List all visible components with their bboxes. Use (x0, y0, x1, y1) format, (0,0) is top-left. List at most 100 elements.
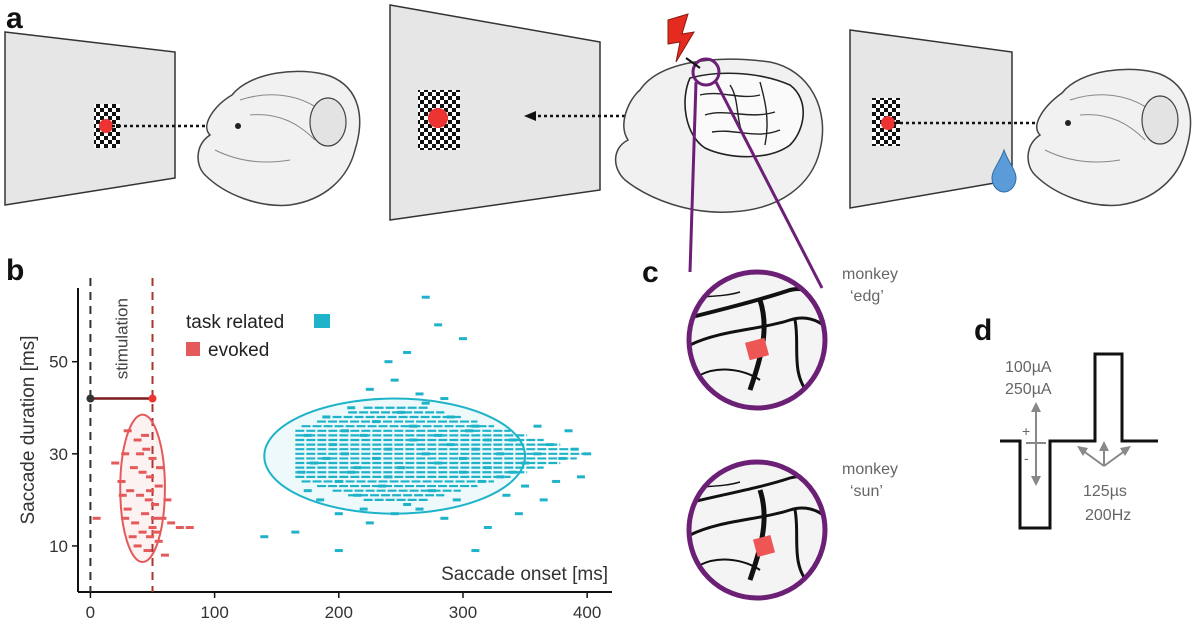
current-amplitude-2: 250µA (1005, 381, 1052, 398)
data-point (138, 530, 147, 534)
current-amplitude-1: 100µA (1005, 359, 1052, 376)
y-axis-label: Saccade duration [ms] (18, 335, 39, 524)
polarity-minus: - (1024, 450, 1029, 466)
data-point (365, 521, 374, 525)
monkey-sun-label-line1: monkey (842, 461, 898, 478)
data-point (483, 526, 492, 530)
data-point (175, 526, 184, 530)
data-point (514, 512, 523, 516)
data-point (434, 461, 443, 465)
data-point (378, 484, 387, 488)
brain-zoom-edg (686, 269, 828, 411)
data-point (434, 323, 443, 327)
data-point (167, 521, 176, 525)
monkey-head-illustration-1 (197, 70, 361, 207)
polarity-plus: + (1022, 423, 1030, 439)
x-tick-label: 300 (449, 603, 477, 622)
data-point (421, 452, 430, 456)
data-point (133, 544, 142, 548)
data-point (440, 397, 449, 401)
x-tick-label: 100 (200, 603, 228, 622)
data-point (121, 452, 130, 456)
data-point (111, 461, 120, 465)
data-point (458, 337, 467, 341)
x-tick-label: 400 (573, 603, 601, 622)
x-axis-label: Saccade onset [ms] (441, 564, 608, 585)
data-point (291, 530, 300, 534)
data-point (141, 433, 150, 437)
monitor-screen-2 (389, 4, 660, 221)
data-point (502, 493, 511, 497)
pulse-width-label: 125µs (1083, 483, 1127, 500)
x-tick-label: 200 (325, 603, 353, 622)
legend-swatch-evoked (186, 342, 200, 356)
stimulation-bar-end-dot (148, 394, 157, 403)
data-point (390, 378, 399, 382)
data-point (359, 507, 368, 511)
data-point (384, 360, 393, 364)
data-point (117, 479, 126, 483)
brain-zoom-sun (686, 459, 828, 601)
data-point (146, 489, 155, 493)
data-point (440, 516, 449, 520)
data-point (148, 526, 157, 530)
data-point (150, 502, 159, 506)
data-point (136, 452, 145, 456)
data-point (138, 470, 147, 474)
data-point (126, 489, 135, 493)
data-point (131, 521, 140, 525)
monkey-head-illustration-2 (614, 57, 824, 213)
frequency-label: 200Hz (1085, 507, 1131, 524)
data-point (415, 392, 424, 396)
data-point (123, 429, 132, 433)
data-point (141, 512, 150, 516)
monkey-sun-label-line2: ‘sun’ (850, 483, 883, 500)
y-tick-label: 30 (49, 445, 68, 464)
data-point (133, 438, 142, 442)
data-point (158, 516, 167, 520)
panel-c-label: c (642, 256, 659, 289)
data-point (142, 447, 151, 451)
data-point (150, 516, 159, 520)
data-point (365, 387, 374, 391)
data-point (552, 479, 561, 483)
data-point (128, 535, 137, 539)
data-point (521, 484, 530, 488)
electrical-stimulation-icon (667, 13, 701, 69)
monitor-screen-1 (4, 31, 236, 206)
data-point (260, 535, 269, 539)
data-point (143, 549, 152, 553)
monitor-screen-3 (849, 29, 1066, 209)
data-point (129, 466, 138, 470)
data-point (144, 498, 153, 502)
data-point (92, 516, 101, 520)
panel-b-label: b (6, 254, 24, 287)
series-ellipse-0 (263, 397, 527, 515)
y-tick-label: 10 (49, 537, 68, 556)
y-tick-label: 50 (49, 353, 68, 372)
data-point (539, 498, 548, 502)
monkey-head-illustration-3 (1027, 68, 1192, 207)
data-point (415, 507, 424, 511)
data-point (121, 516, 130, 520)
stimulation-site-sun (752, 534, 776, 558)
stimulation-label: stimulation (112, 298, 131, 379)
data-point (390, 512, 399, 516)
panel-d-label: d (974, 314, 992, 347)
data-point (452, 498, 461, 502)
data-point (403, 502, 412, 506)
data-point (353, 493, 362, 497)
data-point (347, 406, 356, 410)
legend-task-related: task related (186, 312, 284, 333)
data-point (148, 456, 157, 460)
data-point (521, 461, 530, 465)
data-point (303, 489, 312, 493)
legend-evoked: evoked (208, 340, 269, 361)
data-point (160, 553, 169, 557)
data-point (123, 507, 132, 511)
reward-drop-icon (991, 148, 1017, 193)
data-point (118, 493, 127, 497)
stimulation-site-edg (745, 337, 769, 361)
